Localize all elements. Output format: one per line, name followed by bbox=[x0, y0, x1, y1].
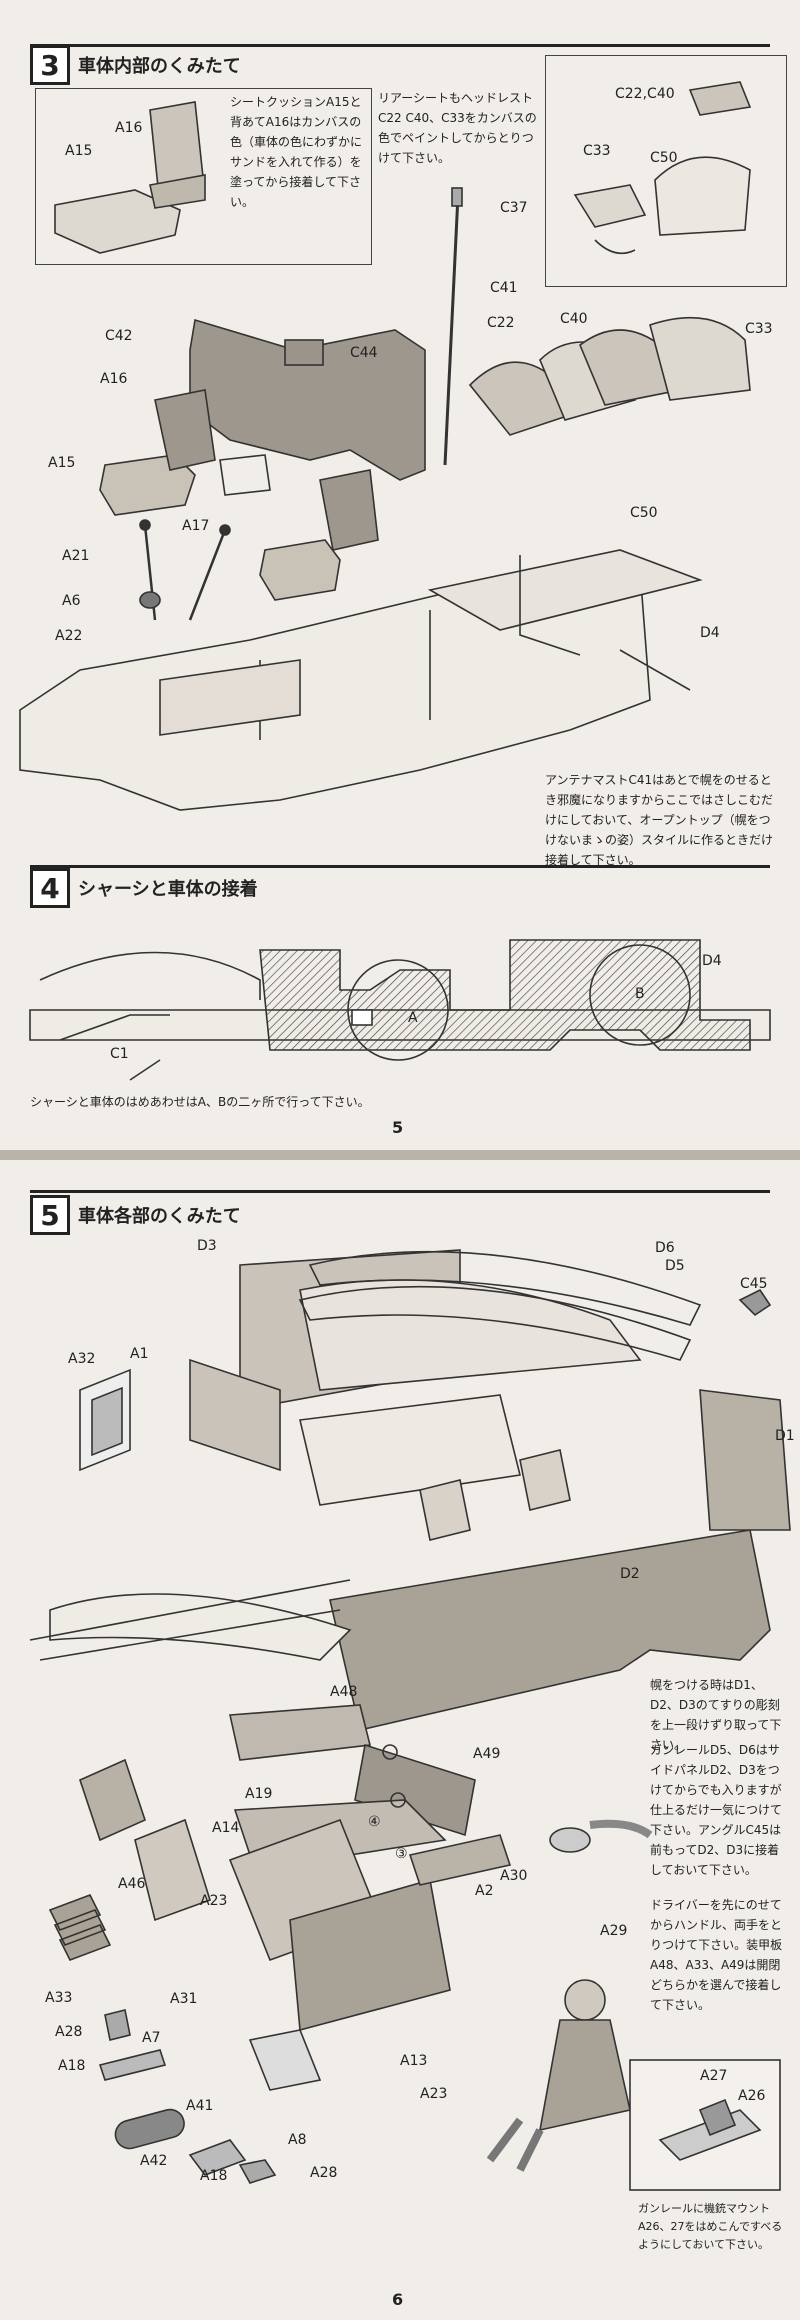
circle-mark-3: ③ bbox=[395, 1846, 408, 1862]
callout-A: A bbox=[408, 1010, 418, 1026]
callout-A28-b: A28 bbox=[310, 2165, 337, 2181]
callout-A31: A31 bbox=[170, 1991, 197, 2007]
manual-page-5: 3 車体内部のくみたて シートクッションA15と背あてA16はカンバスの色（車体… bbox=[0, 0, 800, 1150]
callout-A18: A18 bbox=[58, 2058, 85, 2074]
callout-C50: C50 bbox=[630, 505, 658, 521]
section-5-title: 車体各部のくみたて bbox=[78, 1206, 241, 1227]
callout-A13: A13 bbox=[400, 2053, 427, 2069]
section-4-rule bbox=[30, 865, 770, 868]
section-5-heading: 5 車体各部のくみたて bbox=[30, 1195, 241, 1235]
rear-seat-detail-box bbox=[545, 55, 787, 287]
callout-C22-C40-detail: C22,C40 bbox=[615, 86, 675, 102]
callout-A41: A41 bbox=[186, 2098, 213, 2114]
callout-C33-detail: C33 bbox=[583, 143, 611, 159]
callout-A15-detail: A15 bbox=[65, 143, 92, 159]
section-5-note-top: 幌をつける時はD1、D2、D3のてすりの彫刻を上一段けずり取って下さい。 bbox=[650, 1678, 782, 1752]
callout-A28: A28 bbox=[55, 2024, 82, 2040]
callout-A16-detail: A16 bbox=[115, 120, 142, 136]
callout-D4: D4 bbox=[700, 625, 720, 641]
section-4-heading: 4 シャーシと車体の接着 bbox=[30, 868, 258, 908]
callout-A19: A19 bbox=[245, 1786, 272, 1802]
rear-seat-paint-note: リアーシートもヘッドレストC22 C40、C33をカンバスの色でペイントしてから… bbox=[378, 91, 537, 165]
section-5-note-mount: ガンレールに機銃マウントA26、27をはめこんですべるようにしておいて下さい。 bbox=[638, 2202, 783, 2251]
callout-C22: C22 bbox=[487, 315, 515, 331]
section-5-note-rail: ガンレールD5、D6はサイドパネルD2、D3をつけてからでも入りますが仕上るだけ… bbox=[650, 1743, 783, 1877]
callout-D4-s4: D4 bbox=[702, 953, 722, 969]
manual-page-6: 5 車体各部のくみたて bbox=[0, 1160, 800, 2320]
callout-D1: D1 bbox=[775, 1428, 795, 1444]
seat-detail-box bbox=[35, 88, 372, 265]
callout-C41: C41 bbox=[490, 280, 518, 296]
callout-D3: D3 bbox=[197, 1238, 217, 1254]
callout-B: B bbox=[635, 986, 645, 1002]
callout-A21: A21 bbox=[62, 548, 89, 564]
antenna-note: アンテナマストC41はあとで幌をのせるとき邪魔になりますからここではさしこむだけ… bbox=[545, 773, 774, 867]
callout-A23-b: A23 bbox=[420, 2086, 447, 2102]
seat-paint-note: シートクッションA15と背あてA16はカンバスの色（車体の色にわずかにサンドを入… bbox=[230, 95, 363, 209]
section-4-illustration: D4 A B C1 bbox=[29, 939, 771, 1081]
section-3-rule bbox=[30, 44, 770, 47]
callout-A16: A16 bbox=[100, 371, 127, 387]
callout-C33: C33 bbox=[745, 321, 773, 337]
callout-A7: A7 bbox=[142, 2030, 160, 2046]
section-4-note: シャーシと車体のはめあわせはA、Bの二ヶ所で行って下さい。 bbox=[30, 1095, 370, 1109]
callout-A46: A46 bbox=[118, 1876, 145, 1892]
page-gutter bbox=[0, 1150, 800, 1160]
callout-C1: C1 bbox=[110, 1046, 129, 1062]
callout-D6: D6 bbox=[655, 1240, 675, 1256]
callout-D5: D5 bbox=[665, 1258, 685, 1274]
callout-A6: A6 bbox=[62, 593, 81, 609]
callout-A8: A8 bbox=[288, 2132, 306, 2148]
callout-A23: A23 bbox=[200, 1893, 227, 1909]
callout-A22: A22 bbox=[55, 628, 82, 644]
section-4-number: 4 bbox=[30, 868, 70, 908]
page-number-6: 6 bbox=[392, 2290, 404, 2309]
callout-A42: A42 bbox=[140, 2153, 167, 2169]
circle-mark-4: ④ bbox=[368, 1814, 381, 1830]
callout-A15: A15 bbox=[48, 455, 75, 471]
section-5-note-driver: ドライバーを先にのせてからハンドル、両手をとりつけて下さい。装甲板A48、A33… bbox=[650, 1898, 783, 2012]
section-3-title: 車体内部のくみたて bbox=[78, 56, 241, 77]
callout-A17: A17 bbox=[182, 518, 209, 534]
callout-A2: A2 bbox=[475, 1883, 493, 1899]
callout-A32: A32 bbox=[68, 1351, 95, 1367]
callout-A27: A27 bbox=[700, 2068, 727, 2084]
callout-D2: D2 bbox=[620, 1566, 640, 1582]
callout-C50-detail: C50 bbox=[650, 150, 678, 166]
section-3-heading: 3 車体内部のくみたて bbox=[30, 45, 241, 85]
callout-A18-b: A18 bbox=[200, 2168, 227, 2184]
callout-A30: A30 bbox=[500, 1868, 527, 1884]
callout-C45: C45 bbox=[740, 1276, 768, 1292]
section-5-illustration: D3 D6 D5 C45 A32 A1 D1 D2 A48 A49 A19 A1… bbox=[29, 1238, 795, 2191]
section-4-title: シャーシと車体の接着 bbox=[78, 879, 258, 900]
callout-A14: A14 bbox=[212, 1820, 239, 1836]
callout-A26: A26 bbox=[738, 2088, 765, 2104]
section-5-rule bbox=[30, 1190, 770, 1193]
callout-C42: C42 bbox=[105, 328, 133, 344]
callout-C40: C40 bbox=[560, 311, 588, 327]
callout-C37: C37 bbox=[500, 200, 528, 216]
section-3-illustration: A15 A16 C22,C40 C33 C50 C37 C41 C42 C44 … bbox=[19, 81, 773, 811]
page-number-5: 5 bbox=[392, 1118, 404, 1137]
callout-A1: A1 bbox=[130, 1346, 148, 1362]
callout-A29: A29 bbox=[600, 1923, 627, 1939]
callout-C44: C44 bbox=[350, 345, 378, 361]
callout-A49: A49 bbox=[473, 1746, 500, 1762]
callout-A48: A48 bbox=[330, 1684, 357, 1700]
callout-A33: A33 bbox=[45, 1990, 72, 2006]
section-5-number: 5 bbox=[30, 1195, 70, 1235]
